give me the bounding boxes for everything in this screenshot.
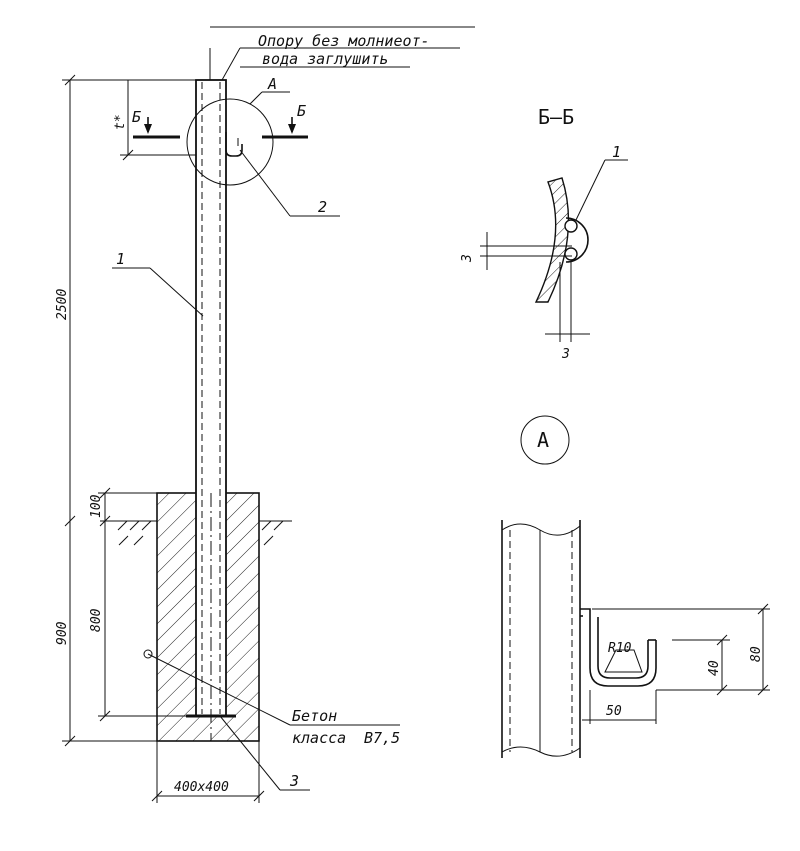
concrete-note-line2: класса	[292, 729, 346, 747]
detail-a-bubble	[520, 415, 570, 465]
marker-3: 3	[289, 772, 299, 790]
section-marker-1-leader	[575, 159, 606, 221]
concrete-note-line1: Бетон	[292, 707, 337, 725]
dim-tick	[99, 487, 111, 499]
dim-tick	[757, 603, 769, 615]
note-leader	[221, 47, 241, 81]
section-b-b: Б–Б 1 3 3	[460, 105, 628, 362]
concrete-leader-dot	[143, 649, 153, 659]
pole-wall-section	[534, 177, 570, 303]
lightning-note-line1: Опору без молниеот-	[258, 32, 430, 50]
marker-3-leader	[219, 715, 281, 791]
rod-top	[564, 219, 578, 233]
dim-hook-80: 80	[749, 646, 764, 662]
dim-tick	[99, 515, 111, 527]
dim-400x400: 400x400	[174, 780, 229, 795]
section-mark-left: Б	[132, 108, 141, 126]
dim-tick	[151, 790, 163, 802]
dim-hook-40: 40	[707, 660, 722, 676]
section-mark-right: Б	[297, 102, 306, 120]
break-line-top	[501, 523, 581, 536]
dim-tick	[757, 684, 769, 696]
detail-hook-bend	[604, 649, 643, 673]
dim-100: 100	[89, 494, 104, 518]
detail-a-circle	[186, 98, 274, 186]
detail-hook-inner	[597, 617, 649, 679]
grounding-hook	[225, 132, 243, 157]
dim-2500: 2500	[55, 289, 70, 320]
dim-tick	[64, 74, 76, 86]
lightning-note-line2: вода заглушить	[262, 50, 388, 68]
main-elevation: Б Б Опору без молниеот- вода заглушить А…	[55, 26, 475, 803]
dim-gap-vertical: 3	[460, 254, 475, 263]
dim-tick	[253, 790, 265, 802]
dim-800: 800	[89, 608, 104, 632]
ground-hatch	[117, 520, 284, 546]
dim-radius: R10	[608, 641, 632, 656]
break-line-bottom	[501, 746, 581, 757]
marker-a: А	[267, 75, 277, 93]
dim-tick	[64, 735, 76, 747]
dim-tick	[122, 149, 134, 161]
dim-900: 900	[55, 621, 70, 645]
section-marker-1: 1	[612, 143, 621, 161]
section-arrowhead-left	[144, 124, 152, 134]
detail-a: А R10 80 40 50	[501, 415, 770, 758]
concrete-leader	[147, 653, 291, 726]
hook-section	[565, 217, 589, 263]
marker-2-leader	[239, 149, 291, 217]
dim-gap-horizontal: 3	[561, 347, 570, 362]
marker-2: 2	[318, 198, 327, 216]
marker-1-leader	[149, 267, 204, 317]
dim-tick	[716, 684, 728, 696]
dim-hook-50: 50	[606, 704, 622, 719]
dim-t-star: t*	[113, 114, 128, 130]
pole	[195, 79, 227, 717]
section-arrowhead-right	[288, 124, 296, 134]
detail-hook-outer	[580, 608, 657, 687]
concrete-class: B7,5	[364, 729, 400, 747]
detail-a-label: А	[537, 428, 549, 452]
marker-a-leader	[249, 91, 263, 105]
section-title: Б–Б	[538, 105, 574, 129]
dim-tick	[716, 634, 728, 646]
rod-bottom	[564, 247, 578, 261]
marker-1: 1	[116, 250, 125, 268]
